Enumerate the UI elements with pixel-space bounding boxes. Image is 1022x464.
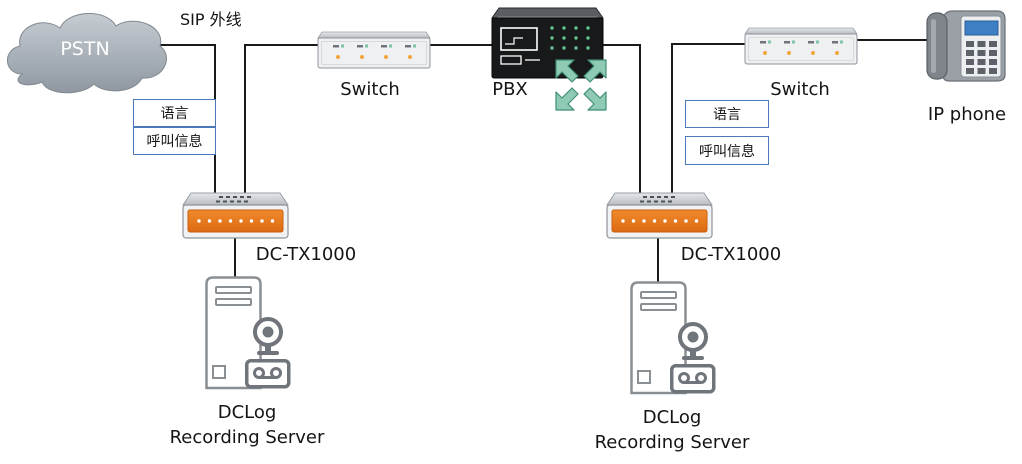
sip-trunk-label: SIP 外线 (180, 10, 242, 29)
recorder-right-label: DC-TX1000 (680, 244, 782, 265)
switch-left-icon (317, 31, 431, 69)
recorder-left-label: DC-TX1000 (255, 244, 357, 265)
server-right-subtitle: Recording Server (594, 432, 750, 453)
ip-phone-label: IP phone (927, 104, 1007, 125)
server-left-subtitle: Recording Server (169, 427, 325, 448)
switch-right-icon (744, 27, 858, 65)
link-recorder-right-to-switch-right (671, 43, 746, 197)
link-recorder-left-to-switch-left (244, 44, 320, 197)
pbx-icon (491, 7, 604, 79)
stream-box-voice-right: 语言 (685, 100, 769, 128)
stream-box-call-info-left: 呼叫信息 (133, 127, 216, 155)
server-left-cassette-icon (245, 359, 291, 389)
recorder-left-icon (182, 192, 289, 239)
cloud-icon (7, 13, 167, 94)
pbx-label: PBX (492, 79, 528, 100)
server-right-title: DCLog (642, 407, 702, 428)
switch-right-label: Switch (770, 79, 830, 100)
stream-box-voice-left: 语言 (133, 99, 216, 127)
server-right-caption: DCLog Recording Server (572, 405, 772, 455)
server-left-title: DCLog (217, 402, 277, 423)
recorder-right-icon (606, 192, 713, 239)
pstn-label: PSTN (60, 38, 110, 60)
switch-left-label: Switch (340, 79, 400, 100)
ip-phone-icon (926, 10, 1006, 82)
server-left-caption: DCLog Recording Server (147, 400, 347, 450)
stream-box-call-info-right: 呼叫信息 (685, 136, 769, 165)
server-right-cassette-icon (670, 364, 716, 394)
link-pbx-to-recorder-right (603, 44, 641, 197)
